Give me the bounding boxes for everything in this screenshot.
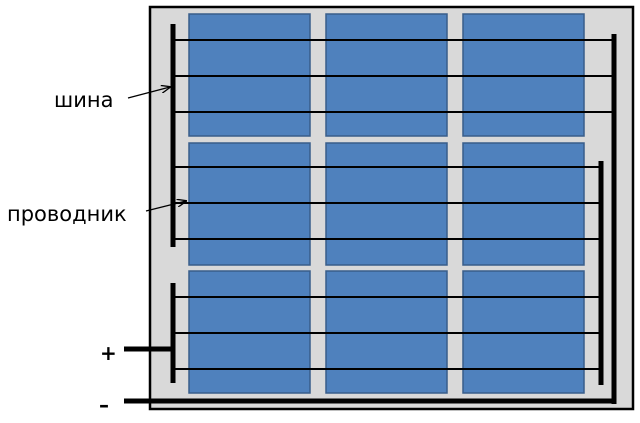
busbar-label: шина [54,88,113,112]
busbars [170,24,617,404]
conductor-label: проводник [7,202,127,226]
plus-sign: + [100,341,117,365]
busbar-arrow [127,87,170,99]
output-leads [124,346,616,404]
conductor-wires [173,39,614,370]
minus-sign: – [99,393,109,417]
conductor-arrow [145,201,186,212]
